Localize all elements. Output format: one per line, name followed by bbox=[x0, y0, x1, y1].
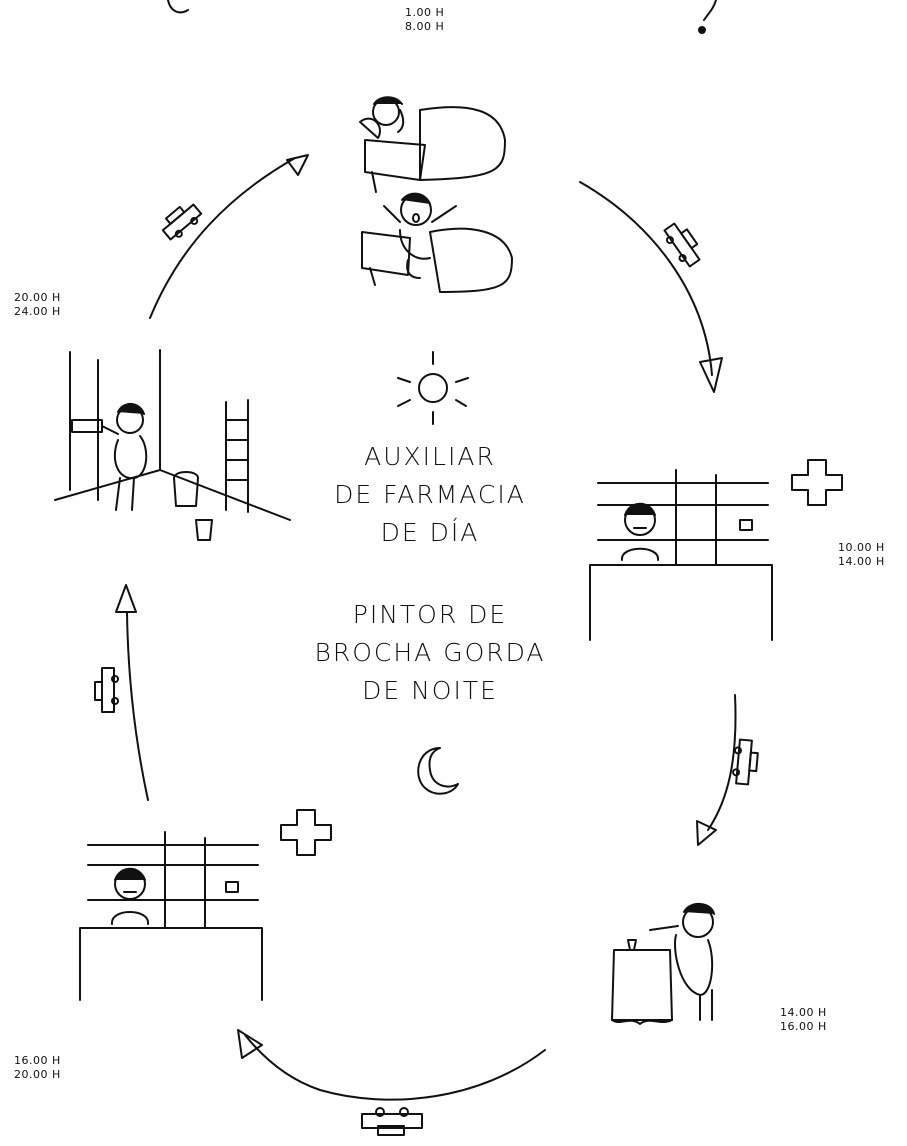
top-scribble-left bbox=[167, 0, 189, 14]
time-start: 14.00 H bbox=[780, 1006, 827, 1019]
night-job-title: PINTOR DE BROCHA GORDA DE NOITE bbox=[300, 596, 560, 710]
night-job-line: DE NOITE bbox=[362, 676, 498, 705]
arrowhead-top-right bbox=[699, 357, 723, 393]
sleeping-figure bbox=[359, 96, 506, 193]
arrow-top-left bbox=[149, 157, 296, 319]
waking-figure bbox=[361, 192, 513, 293]
time-pharmacy-morning: 10.00 H 14.00 H bbox=[838, 541, 885, 569]
car-icon bbox=[361, 1107, 423, 1136]
car-icon bbox=[94, 667, 119, 713]
day-job-title: AUXILIAR DE FARMACIA DE DÍA bbox=[300, 438, 560, 552]
arrowhead-bottom bbox=[237, 1029, 263, 1059]
car-icon bbox=[161, 203, 203, 241]
arrowhead-top-left bbox=[286, 154, 309, 176]
pharmacist-left bbox=[79, 831, 263, 1001]
top-dot bbox=[698, 26, 706, 34]
time-start: 20.00 H bbox=[14, 291, 61, 304]
arrowhead-left bbox=[115, 584, 137, 613]
pharmacy-cross-icon bbox=[791, 459, 843, 506]
sun-icon bbox=[397, 351, 469, 425]
painter-figure bbox=[54, 349, 291, 541]
arrow-bottom bbox=[244, 1034, 546, 1101]
time-end: 16.00 H bbox=[780, 1020, 827, 1033]
time-end: 14.00 H bbox=[838, 555, 885, 568]
pharmacy-cross-icon bbox=[280, 809, 332, 856]
arrow-right bbox=[707, 694, 737, 831]
day-job-line: AUXILIAR bbox=[364, 442, 496, 471]
lunch-figure bbox=[611, 903, 715, 1025]
moon-icon bbox=[417, 747, 459, 795]
night-job-line: BROCHA GORDA bbox=[314, 638, 546, 667]
time-end: 24.00 H bbox=[14, 305, 61, 318]
day-job-line: DE DÍA bbox=[380, 518, 480, 547]
car-icon bbox=[663, 222, 701, 268]
day-job-line: DE FARMACIA bbox=[334, 480, 526, 509]
time-painting: 20.00 H 24.00 H bbox=[14, 291, 61, 319]
time-sleep: 1.00 H 8.00 H bbox=[405, 6, 444, 34]
night-job-line: PINTOR DE bbox=[352, 600, 508, 629]
top-scribble-right bbox=[703, 0, 717, 21]
pharmacist-right bbox=[589, 469, 773, 641]
time-lunch: 14.00 H 16.00 H bbox=[780, 1006, 827, 1034]
arrow-left bbox=[126, 611, 149, 801]
arrow-top-right bbox=[579, 181, 713, 376]
time-pharmacy-afternoon: 16.00 H 20.00 H bbox=[14, 1054, 61, 1082]
time-end: 8.00 H bbox=[405, 20, 445, 33]
car-icon bbox=[732, 738, 759, 786]
arrowhead-right bbox=[696, 820, 717, 846]
time-start: 16.00 H bbox=[14, 1054, 61, 1067]
time-end: 20.00 H bbox=[14, 1068, 61, 1081]
time-start: 10.00 H bbox=[838, 541, 885, 554]
time-start: 1.00 H bbox=[405, 6, 445, 19]
